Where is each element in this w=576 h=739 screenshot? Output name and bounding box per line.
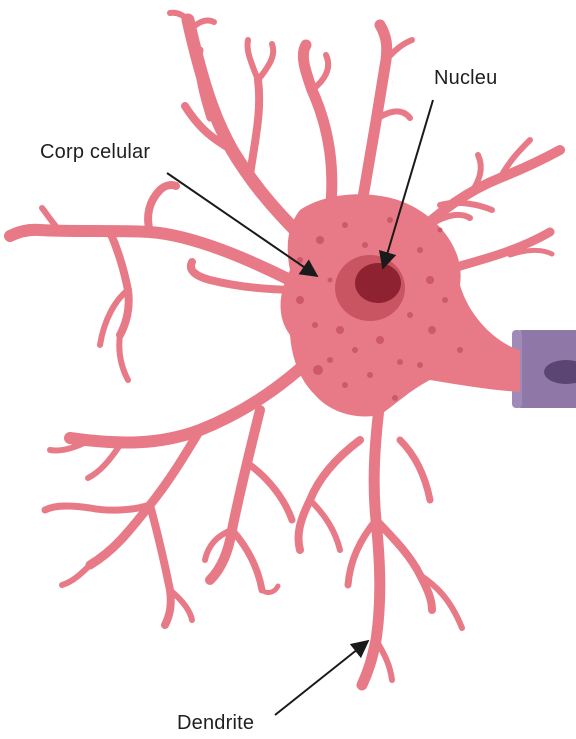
dendrite-leader-line: [275, 641, 368, 715]
dendrite-label: Dendrite: [177, 712, 254, 735]
nucleus: [335, 255, 405, 321]
nucleus-label: Nucleu: [434, 67, 497, 90]
cell-body-label: Corp celular: [40, 141, 150, 164]
cell-body: [281, 194, 520, 416]
axon-myelin-sheath: [512, 330, 576, 408]
leader-lines: [167, 100, 433, 715]
